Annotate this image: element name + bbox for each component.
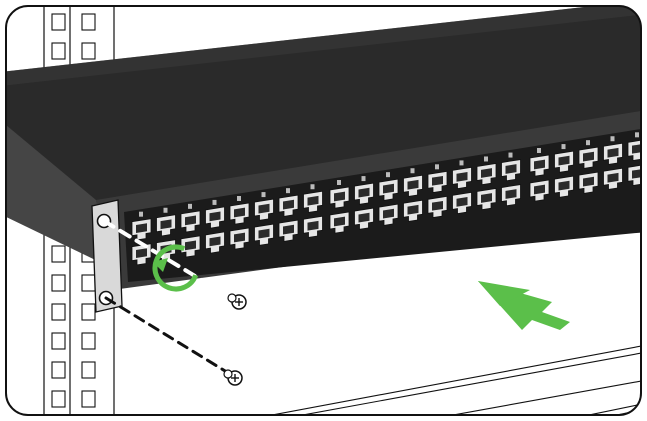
rail-hole (82, 14, 95, 30)
mounting-bracket (92, 200, 122, 312)
rail-hole (82, 391, 95, 407)
rail-hole (52, 304, 65, 320)
rail-hole (52, 333, 65, 349)
rail-hole (82, 275, 95, 291)
port-led (611, 136, 615, 141)
port-led (484, 156, 488, 161)
port-led (311, 184, 315, 189)
rail-hole (52, 275, 65, 291)
port-led (386, 172, 390, 177)
port-led (337, 180, 341, 185)
port-led (213, 200, 217, 205)
rail-hole (82, 43, 95, 59)
rail-hole (52, 391, 65, 407)
port-led (286, 188, 290, 193)
rail-hole (82, 304, 95, 320)
port-led (188, 204, 192, 209)
port-led (237, 196, 241, 201)
port-led (411, 168, 415, 173)
port-led (460, 160, 464, 165)
rail-hole (52, 246, 65, 262)
rail-hole (52, 14, 65, 30)
rail-hole (82, 362, 95, 378)
port-led (586, 140, 590, 145)
port-led (362, 176, 366, 181)
port-led (164, 208, 168, 213)
rail-hole (52, 43, 65, 59)
port-led (562, 144, 566, 149)
port-led (537, 148, 541, 153)
port-led (139, 212, 143, 217)
port-led (635, 132, 639, 137)
rail-hole (82, 333, 95, 349)
port-led (509, 153, 513, 158)
port-led (262, 192, 266, 197)
rail-hole (52, 362, 65, 378)
port-led (435, 164, 439, 169)
